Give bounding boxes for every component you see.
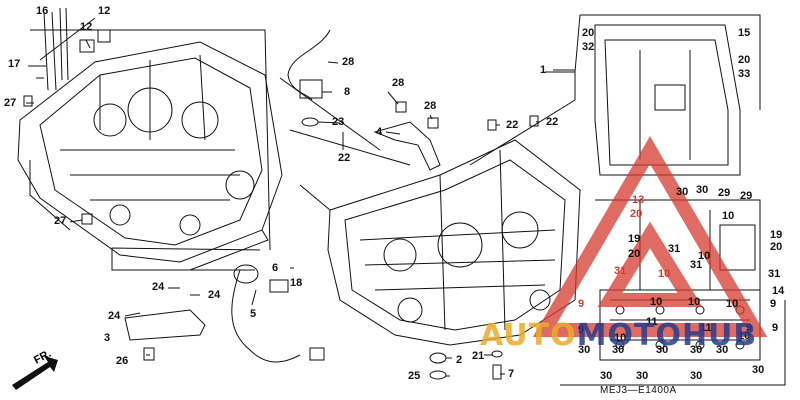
callout-30: 30 bbox=[716, 344, 729, 356]
callout-30: 30 bbox=[696, 184, 709, 196]
callout-17: 17 bbox=[8, 58, 21, 70]
callout-24: 24 bbox=[152, 281, 165, 293]
diagram-part-code: MEJ3—E1400A bbox=[600, 385, 677, 396]
callout-11: 11 bbox=[646, 316, 658, 328]
callout-10: 10 bbox=[726, 298, 739, 310]
callout-27: 27 bbox=[54, 215, 67, 227]
watermark-part-a: AUTO bbox=[480, 318, 577, 353]
callout-18: 18 bbox=[290, 277, 303, 289]
callout-9: 9 bbox=[770, 298, 777, 310]
callout-23: 23 bbox=[332, 116, 345, 128]
watermark-part-b: MOTO bbox=[576, 318, 682, 353]
callout-9: 9 bbox=[578, 298, 585, 310]
plate-3 bbox=[124, 309, 206, 341]
callout-10: 10 bbox=[650, 296, 663, 308]
lower-crankcase bbox=[299, 139, 581, 346]
callout-22: 22 bbox=[338, 152, 351, 164]
watermark-text: AUTOMOTOHUB bbox=[480, 318, 757, 353]
callout-16: 16 bbox=[36, 5, 49, 17]
callout-20: 20 bbox=[582, 27, 595, 39]
callout-10: 10 bbox=[722, 210, 735, 222]
callout-28: 28 bbox=[424, 100, 437, 112]
callout-9: 9 bbox=[578, 324, 585, 336]
callout-10: 10 bbox=[658, 268, 671, 280]
callout-22: 22 bbox=[506, 119, 519, 131]
callout-31: 31 bbox=[768, 268, 781, 280]
callout-10: 10 bbox=[688, 296, 701, 308]
callout-30: 30 bbox=[690, 344, 703, 356]
callout-30: 30 bbox=[578, 344, 591, 356]
callout-12: 12 bbox=[80, 21, 93, 33]
callout-15: 15 bbox=[738, 27, 751, 39]
callout-30: 30 bbox=[612, 344, 625, 356]
cover-frame bbox=[545, 14, 761, 110]
callout-30: 30 bbox=[600, 370, 613, 382]
callout-2: 2 bbox=[456, 354, 463, 366]
callout-6: 6 bbox=[272, 262, 279, 274]
callout-28: 28 bbox=[342, 56, 355, 68]
callout-19: 19 bbox=[770, 229, 783, 241]
front-arrow-icon bbox=[12, 356, 58, 390]
callout-14: 14 bbox=[772, 285, 785, 297]
callout-13: 13 bbox=[632, 194, 645, 206]
callout-31: 31 bbox=[668, 243, 681, 255]
callout-9: 9 bbox=[746, 322, 753, 334]
callout-10: 10 bbox=[698, 250, 711, 262]
callout-22: 22 bbox=[546, 116, 559, 128]
callout-20: 20 bbox=[738, 54, 751, 66]
callout-5: 5 bbox=[250, 308, 257, 320]
callout-29: 29 bbox=[718, 187, 731, 199]
callout-24: 24 bbox=[208, 289, 221, 301]
callout-25: 25 bbox=[408, 370, 421, 382]
callout-20: 20 bbox=[770, 241, 783, 253]
callout-19: 19 bbox=[628, 233, 641, 245]
callout-1: 1 bbox=[540, 64, 547, 76]
callout-24: 24 bbox=[108, 310, 121, 322]
callout-3: 3 bbox=[104, 332, 111, 344]
callout-33: 33 bbox=[738, 68, 751, 80]
callout-10: 10 bbox=[738, 330, 751, 342]
callout-32: 32 bbox=[582, 41, 595, 53]
callout-20: 20 bbox=[628, 248, 641, 260]
callout-30: 30 bbox=[676, 186, 689, 198]
upper-crankcase bbox=[17, 41, 283, 271]
sensor-wire-5 bbox=[231, 269, 301, 363]
callout-28: 28 bbox=[392, 77, 405, 89]
callout-11: 11 bbox=[700, 322, 712, 334]
watermark-logo bbox=[532, 136, 768, 337]
callout-30: 30 bbox=[656, 344, 669, 356]
callout-31: 31 bbox=[690, 259, 703, 271]
callout-30: 30 bbox=[636, 370, 649, 382]
callout-7: 7 bbox=[508, 368, 515, 380]
stud-16 bbox=[43, 11, 57, 91]
callout-20: 20 bbox=[630, 208, 643, 220]
callout-9: 9 bbox=[772, 322, 779, 334]
callout-8: 8 bbox=[344, 86, 351, 98]
callout-30: 30 bbox=[690, 370, 703, 382]
callout-26: 26 bbox=[116, 355, 129, 367]
callout-27: 27 bbox=[4, 97, 17, 109]
callout-31: 31 bbox=[614, 265, 627, 277]
bracket-4 bbox=[373, 121, 441, 171]
callout-30: 30 bbox=[752, 364, 765, 376]
callout-10: 10 bbox=[614, 332, 627, 344]
callout-12: 12 bbox=[98, 5, 111, 17]
callout-29: 29 bbox=[740, 190, 753, 202]
callout-21: 21 bbox=[472, 350, 485, 362]
callout-4: 4 bbox=[376, 126, 383, 138]
watermark-part-c: HUB bbox=[681, 318, 758, 353]
sensor-wire-8 bbox=[287, 29, 331, 101]
